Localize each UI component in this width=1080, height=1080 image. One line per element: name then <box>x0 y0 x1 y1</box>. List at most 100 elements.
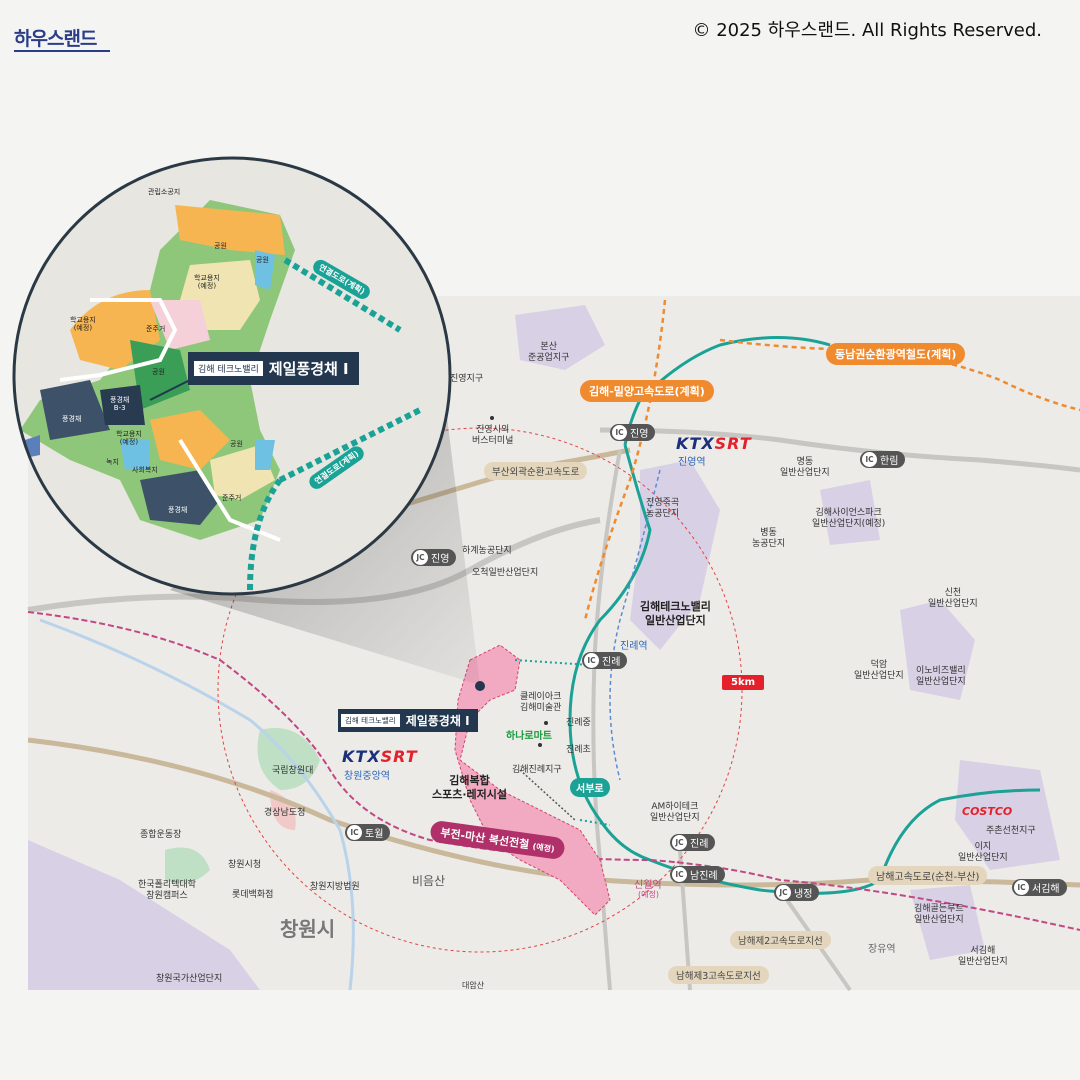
ic-badge: IC <box>612 425 627 440</box>
ic-name: 토월 <box>365 829 384 840</box>
label-ocheok: 오척일반산업단지 <box>472 568 539 578</box>
site-name: 제일풍경채 Ⅰ <box>405 714 470 728</box>
ic-name: 진영 <box>630 429 649 440</box>
srt-text: SRT <box>380 747 418 766</box>
ic-badge: JC <box>776 885 791 900</box>
label-gyeongnam: 경상남도청 <box>264 808 306 818</box>
station-jinyeong: 진영역 <box>678 457 706 468</box>
inset-school3: 학교용지 (예정) <box>116 430 142 446</box>
site-label-map: 김해 테크노밸리 제일풍경채 Ⅰ <box>338 709 478 732</box>
inset-green: 녹지 <box>106 458 119 466</box>
ic-badge: JC <box>413 550 428 565</box>
road-label-namhae3: 남해제3고속도로지선 <box>668 966 769 984</box>
station-jangyu: 장유역 <box>868 944 896 955</box>
gimhae-miryang-line <box>583 299 667 621</box>
ktx-text: KTX <box>676 434 715 453</box>
ic-name: 남진례 <box>690 871 718 882</box>
label-deokam: 덕암 일반산업단지 <box>854 660 904 681</box>
label-seogimhae-ind: 서김해 일반산업단지 <box>958 946 1008 967</box>
road-label-namhae: 남해고속도로(순천-부산) <box>868 866 988 885</box>
station-sinwol-note: (예정) <box>638 890 659 899</box>
ic-name: 진례 <box>690 839 709 850</box>
road-label-seobu: 서부로 <box>570 778 610 797</box>
inset-park3: 공원 <box>152 368 165 376</box>
inset-junju2: 준주거 <box>222 494 242 502</box>
ic-badge: IC <box>862 452 877 467</box>
radius-label: 5km <box>722 675 765 690</box>
label-lotte: 롯데백화점 <box>232 890 274 900</box>
ic-badge: IC <box>672 867 687 882</box>
inset-school2: 학교용지 (예정) <box>70 316 96 332</box>
label-sincheon: 신천 일반산업단지 <box>928 588 978 609</box>
inset-plan <box>20 200 422 591</box>
label-national-ind: 창원국가산업단지 <box>156 974 223 984</box>
label-hanaro: 하나로마트 <box>506 731 552 742</box>
station-changwon-jungang: 창원중앙역 <box>344 771 390 782</box>
label-claya: 클레이아크 김해미술관 <box>520 692 562 713</box>
inset-school1: 학교용지 (예정) <box>194 274 220 290</box>
site-label-inset: 김해 테크노밸리 제일풍경채 Ⅰ <box>188 352 359 385</box>
label-jinrye-mid: 진례중 <box>566 718 591 728</box>
inset-park5: 공원 <box>230 440 243 448</box>
ic-badge: IC <box>584 653 599 668</box>
ic-badge: JC <box>672 835 687 850</box>
radius-circle <box>217 427 743 953</box>
ic-name: 서김해 <box>1032 884 1060 895</box>
ktx-srt-logo-changwon: KTXSRT <box>342 747 418 766</box>
ic-name: 진영 <box>431 554 450 565</box>
inset-junju1: 준주거 <box>146 325 166 333</box>
label-jinrye-district: 김해진례지구 <box>512 765 562 775</box>
label-jinyeong-district: 진영지구 <box>450 374 484 384</box>
label-bieumsan: 비음산 <box>412 874 446 888</box>
label-jucheon: 주촌선천지구 <box>986 826 1036 836</box>
site-tag: 김해 테크노밸리 <box>341 714 400 727</box>
site-tag: 김해 테크노밸리 <box>194 361 263 376</box>
site-name: 제일풍경채 Ⅰ <box>268 360 349 378</box>
technovalley-zone <box>630 460 720 650</box>
label-sports-complex: 종합운동장 <box>140 830 182 840</box>
brand-logo-underline <box>14 50 110 52</box>
label-byeongdong: 병동 농공단지 <box>752 528 786 549</box>
inset-park4: 공원 <box>256 256 269 264</box>
inset-park1: 관립소공지 <box>148 188 181 196</box>
label-sports: 김해복합 스포츠·레저시설 <box>432 774 508 801</box>
inset-pk2: 풍경채 <box>168 506 188 514</box>
label-iji: 이지 일반산업단지 <box>958 842 1008 863</box>
inset-social: 사회복지 <box>132 466 158 474</box>
ktx-text: KTX <box>342 747 381 766</box>
copyright: © 2025 하우스랜드. All Rights Reserved. <box>692 20 1042 41</box>
label-changwon: 창원시 <box>280 917 336 941</box>
brand-logo: 하우스랜드 <box>14 28 97 50</box>
road-label-busan-outer: 부산외곽순환고속도로 <box>484 462 588 480</box>
label-costco: COSTCO <box>962 805 1013 818</box>
label-daeamsan: 대암산 <box>462 981 485 990</box>
label-jinrye-elem: 진례초 <box>566 745 591 755</box>
label-innobiz: 이노비즈밸리 일반산업단지 <box>916 666 966 687</box>
ic-badge: IC <box>1014 880 1029 895</box>
label-technovalley: 김해테크노밸리 일반산업단지 <box>640 600 711 627</box>
bujeon-masan-line <box>27 611 1080 931</box>
road-label-dongnam-rail: 동남권순환광역철도(계획) <box>826 343 966 365</box>
river <box>39 618 355 991</box>
srt-text: SRT <box>714 434 752 453</box>
site-pin <box>475 681 485 691</box>
road-label-namhae2: 남해제2고속도로지선 <box>730 931 831 949</box>
road-label-gimhae-miryang: 김해-밀양고속도로(계획) <box>580 380 714 402</box>
label-court: 창원지방법원 <box>310 882 360 892</box>
ic-name: 진례 <box>602 657 621 668</box>
inset-pk-b3: 풍경채 B-3 <box>110 396 130 412</box>
label-polytech: 한국폴리텍대학 창원캠퍼스 <box>138 880 196 901</box>
station-sinwol: 신월역 <box>634 880 662 891</box>
label-golden-root: 김해골든루트 일반산업단지 <box>914 904 964 925</box>
label-myeongdong: 명동 일반산업단지 <box>780 457 830 478</box>
ic-badge: IC <box>347 825 362 840</box>
ic-name: 한림 <box>880 456 899 467</box>
